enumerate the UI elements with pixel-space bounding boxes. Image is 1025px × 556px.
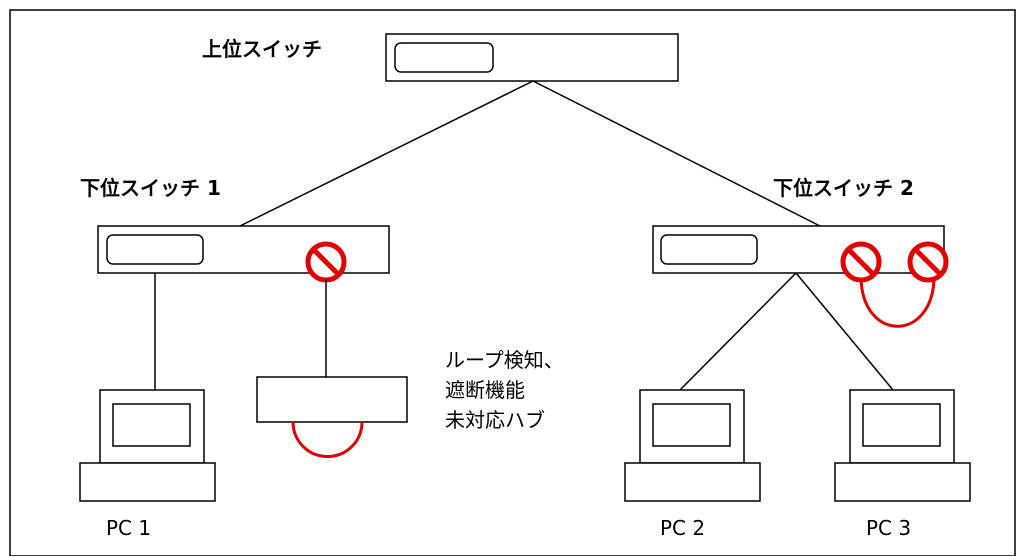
pc3-screen <box>862 403 941 447</box>
computer-icon <box>834 389 971 502</box>
lower-switch-2 <box>652 225 945 274</box>
pc2-base <box>624 462 761 502</box>
lower-switch-2-label: 下位スイッチ 2 <box>773 176 914 200</box>
computer-icon <box>624 389 761 502</box>
link-switch2-pc2 <box>679 272 797 391</box>
hub-note-line-1: ループ検知、 <box>445 348 564 372</box>
pc1-screen <box>112 403 191 447</box>
pc1-label: PC 1 <box>106 516 151 540</box>
uplink-line-1 <box>239 80 534 227</box>
link-switch2-pc3 <box>795 272 894 391</box>
no-entry-icon <box>305 241 347 283</box>
no-entry-icon <box>840 241 882 283</box>
computer-icon <box>79 389 216 502</box>
pc1-base <box>79 462 216 502</box>
switch2-loop <box>859 275 936 328</box>
pc3-label: PC 3 <box>866 516 911 540</box>
unsupported-hub <box>256 376 408 423</box>
upper-switch-port <box>394 42 494 73</box>
pc2-screen <box>652 403 731 447</box>
no-entry-icon <box>907 241 949 283</box>
pc2-label: PC 2 <box>660 516 705 540</box>
lower-switch-1-label: 下位スイッチ 1 <box>80 176 221 200</box>
hub-loop <box>291 421 364 458</box>
uplink-line-2 <box>532 80 821 227</box>
hub-note-line-3: 未対応ハブ <box>445 408 545 432</box>
lower-switch-1-port <box>106 234 204 265</box>
lower-switch-2-port <box>660 234 758 265</box>
upper-switch <box>385 33 679 82</box>
hub-note-line-2: 遮断機能 <box>445 378 525 402</box>
pc3-base <box>834 462 971 502</box>
diagram-frame <box>9 9 1016 556</box>
upper-switch-label: 上位スイッチ <box>202 37 322 61</box>
